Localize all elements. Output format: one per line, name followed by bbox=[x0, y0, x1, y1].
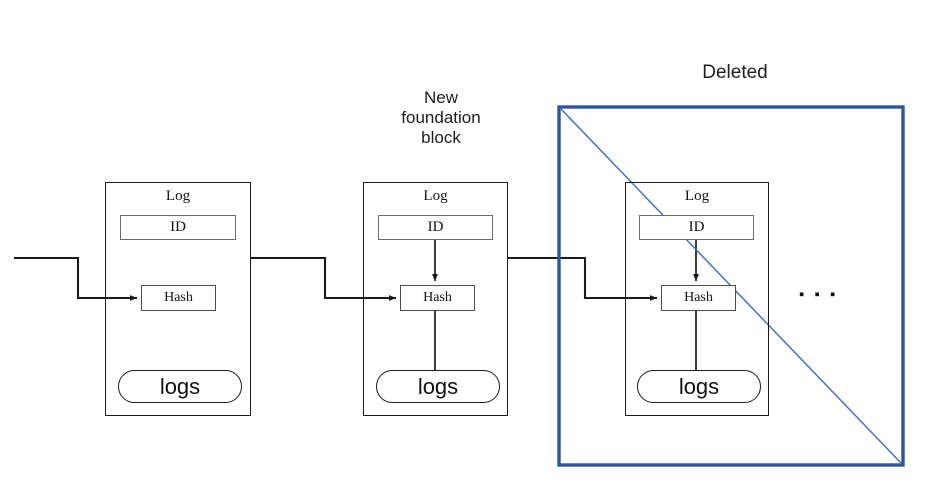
block-2-logs-box[interactable]: logs bbox=[376, 370, 500, 403]
block-2-hash-box[interactable]: Hash bbox=[400, 285, 475, 311]
block-3-hash-box[interactable]: Hash bbox=[661, 285, 736, 311]
connector-block-2-to-block-3 bbox=[508, 256, 658, 301]
block-1-hash-box[interactable]: Hash bbox=[141, 285, 216, 311]
block-2-log-title: Log bbox=[423, 188, 448, 204]
log-block-3[interactable] bbox=[625, 182, 769, 416]
chain-continuation-ellipsis: ▪ ▪ ▪ bbox=[799, 286, 839, 303]
connector-block-1-to-block-2 bbox=[250, 256, 397, 301]
log-block-2[interactable] bbox=[363, 182, 508, 416]
log-block-1[interactable] bbox=[105, 182, 251, 416]
block-1-logs-box[interactable]: logs bbox=[118, 370, 242, 403]
block-2-id-box[interactable]: ID bbox=[378, 215, 493, 240]
block-1-log-title: Log bbox=[165, 188, 191, 204]
block-3-id-box[interactable]: ID bbox=[639, 215, 754, 240]
label-deleted: Deleted bbox=[702, 62, 768, 83]
block-3-log-title: Log bbox=[684, 188, 710, 204]
block-1-id-box[interactable]: ID bbox=[120, 215, 236, 240]
block-3-logs-box[interactable]: logs bbox=[637, 370, 761, 403]
connector-in-to-block-1 bbox=[14, 256, 138, 301]
